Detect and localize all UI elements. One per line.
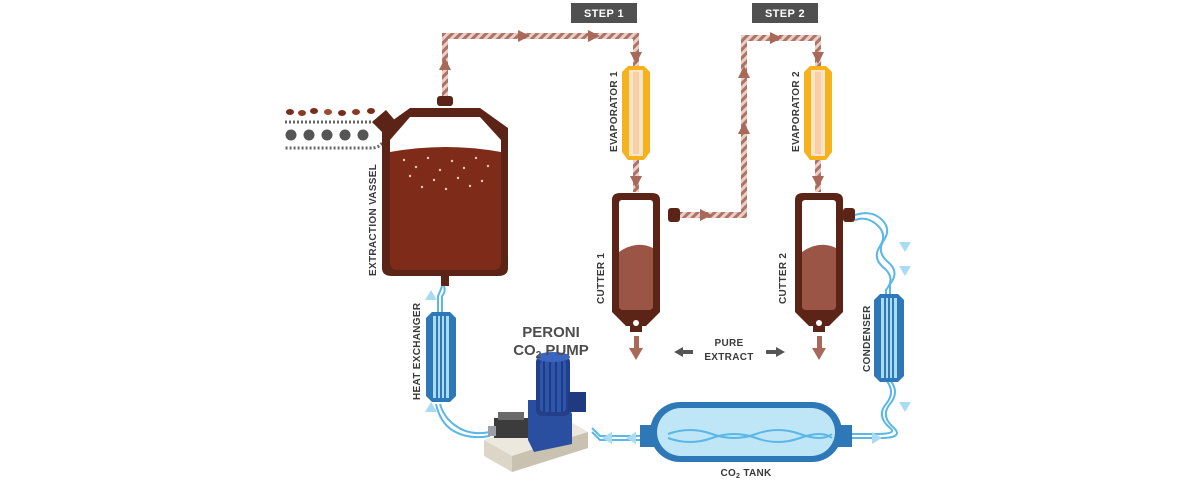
evaporator-1 (622, 66, 650, 160)
evaporator-2 (804, 66, 832, 160)
co2-pipes (435, 212, 898, 441)
cutter1-label: CUTTER 1 (596, 253, 607, 304)
pump-title-line1: PERONI (522, 324, 580, 341)
co2-tank (640, 402, 852, 462)
step2-badge: STEP 2 (752, 3, 818, 23)
conveyor-icon (285, 120, 387, 150)
step2-label: STEP 2 (765, 8, 805, 20)
co2-tank-label: CO2 TANK (720, 468, 772, 480)
extract-flow-arrows (439, 30, 824, 221)
evaporator2-label: EVAPORATOR 2 (791, 71, 802, 152)
cutter-2 (795, 193, 855, 332)
coffee-beans-icon (286, 108, 375, 116)
pump-title-line2: CO2 PUMP (513, 342, 589, 361)
extraction-vessel-label: EXTRACTION VASSEL (368, 164, 379, 276)
cutter2-label: CUTTER 2 (778, 253, 789, 304)
evaporator1-label: EVAPORATOR 1 (609, 71, 620, 152)
pump-motor-icon (484, 352, 588, 472)
pure-extract-label-line2: EXTRACT (704, 352, 753, 363)
step1-badge: STEP 1 (571, 3, 637, 23)
condenser (874, 294, 904, 382)
step1-label: STEP 1 (584, 8, 624, 20)
extraction-vessel (372, 96, 508, 286)
heat-exchanger-label: HEAT EXCHANGER (412, 302, 423, 400)
cutter-1 (612, 193, 680, 332)
pure-extract-arrows (629, 336, 826, 360)
heat-exchanger (426, 312, 456, 402)
pure-extract-label-line1: PURE (715, 338, 744, 349)
condenser-label: CONDENSER (862, 305, 873, 372)
